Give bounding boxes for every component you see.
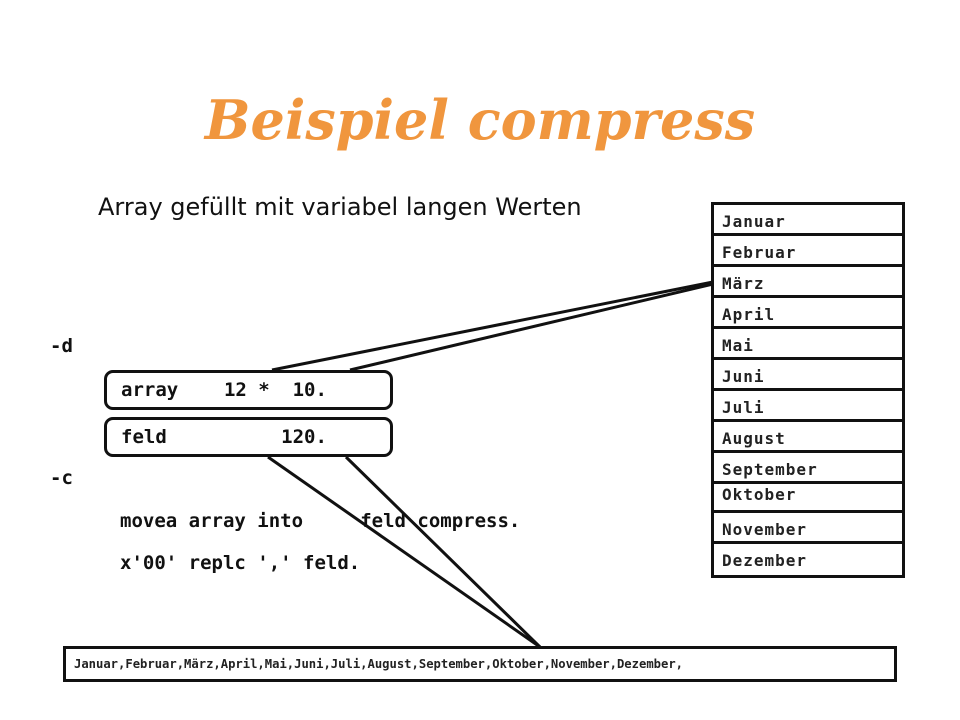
month-cell: April <box>714 298 902 329</box>
connector-line-array-right <box>349 282 714 372</box>
month-array-column: Januar Februar März April Mai Juni Juli … <box>711 202 905 578</box>
month-cell: September <box>714 453 902 484</box>
array-definition-box: array 12 * 10. <box>104 370 393 410</box>
month-cell: Juli <box>714 391 902 422</box>
subtitle: Array gefüllt mit variabel langen Werten <box>98 193 582 221</box>
month-cell: August <box>714 422 902 453</box>
month-cell: März <box>714 267 902 298</box>
page-title: Beispiel compress <box>204 88 756 152</box>
month-cell: Mai <box>714 329 902 360</box>
compressed-result-box: Januar,Februar,März,April,Mai,Juni,Juli,… <box>63 646 897 682</box>
feld-definition-box: feld 120. <box>104 417 393 457</box>
connector-line-array-left <box>271 280 714 372</box>
month-cell: Juni <box>714 360 902 391</box>
month-cell: November <box>714 513 902 544</box>
movea-statement: movea array into feld compress. <box>120 510 521 532</box>
month-cell: Januar <box>714 205 902 236</box>
replc-statement: x'00' replc ',' feld. <box>120 552 361 574</box>
connector-line-feld-left <box>267 455 541 649</box>
month-cell: Oktober <box>714 482 902 513</box>
d-spec-label: -d <box>50 335 73 357</box>
c-spec-label: -c <box>50 467 73 489</box>
month-cell: Februar <box>714 236 902 267</box>
connector-line-feld-right <box>344 455 542 649</box>
month-cell: Dezember <box>722 551 808 570</box>
